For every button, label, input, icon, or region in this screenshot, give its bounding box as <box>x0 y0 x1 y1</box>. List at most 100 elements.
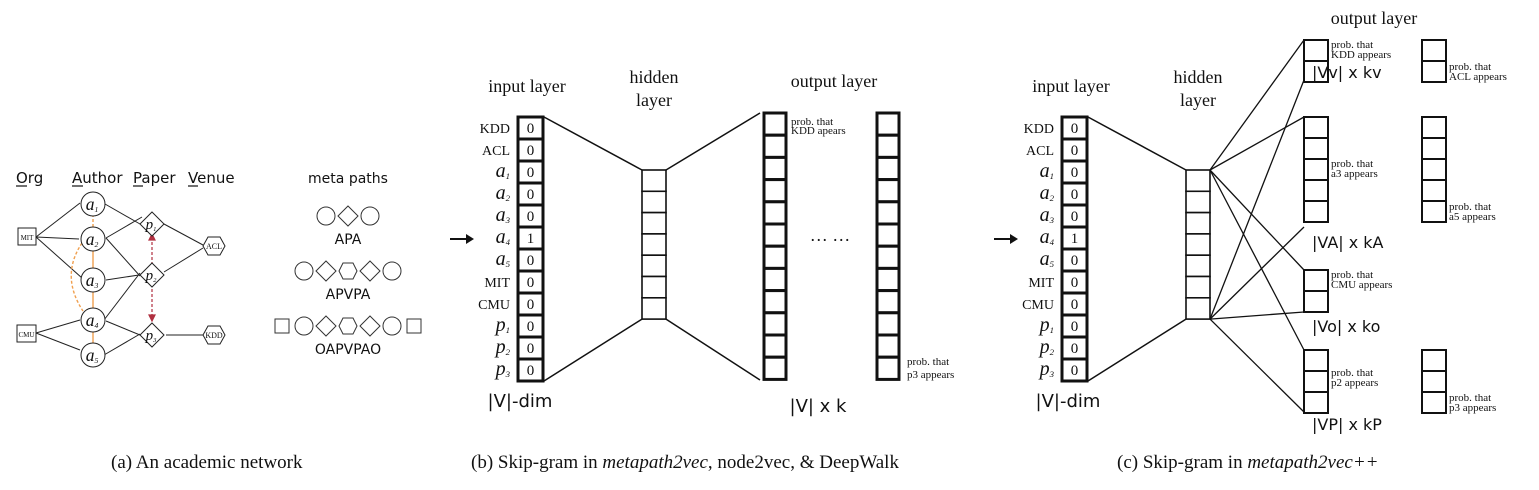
hidden-unit <box>1185 169 1211 193</box>
input-cell-a1: 0a1 <box>496 159 545 185</box>
group-dim-label: |VP| x kP <box>1312 415 1382 434</box>
output-unit <box>762 222 788 248</box>
input-label: p3 <box>494 358 511 380</box>
output-unit <box>762 333 788 359</box>
input-value: 0 <box>527 363 535 379</box>
input-label: p3 <box>1038 358 1055 380</box>
column-header-org: Org <box>16 169 43 187</box>
column-header-author: Author <box>72 169 123 187</box>
org-node-cmu: CMU <box>16 324 37 343</box>
group-left-label-1: prob. that <box>1331 158 1373 170</box>
svg-text:MIT: MIT <box>21 234 35 242</box>
input-arrow-head-icon-c <box>1010 234 1018 244</box>
column-header-venue: Venue <box>188 169 235 187</box>
input-value: 0 <box>1071 363 1079 379</box>
input-value: 0 <box>527 187 535 203</box>
author-label: a2 <box>86 229 99 249</box>
connection-line <box>543 116 643 171</box>
ellipsis: ··· ··· <box>810 230 850 250</box>
meta-paths-title: meta paths <box>308 171 388 187</box>
input-value: 0 <box>1071 297 1079 313</box>
output-unit <box>1303 200 1329 223</box>
input-value: 0 <box>527 165 535 181</box>
input-label: a4 <box>1040 226 1055 248</box>
group-left-label-1: prob. that <box>1331 269 1373 281</box>
meta-path-shape-diamond <box>315 260 337 282</box>
hidden-unit <box>641 169 667 193</box>
input-cell-a4: 1a4 <box>496 225 545 251</box>
connection-line <box>1209 116 1305 171</box>
connection-line <box>1087 318 1187 382</box>
hidden-layer <box>543 112 761 382</box>
typed-output-groups: prob. that KDD appears prob. that ACL appea… <box>1303 39 1507 434</box>
hidden-unit <box>641 254 667 278</box>
input-cell-p3: 0 p3 <box>494 357 545 383</box>
output-unit <box>1421 60 1447 83</box>
group-left-label-2: CMU appears <box>1331 279 1392 291</box>
group-right-label-2: ACL appears <box>1449 71 1507 83</box>
input-value: 0 <box>1071 187 1079 203</box>
input-label: p1 <box>1038 314 1054 336</box>
author-node-a3: a3 <box>80 267 106 293</box>
input-label: a5 <box>1040 248 1055 270</box>
output-unit <box>875 111 901 137</box>
paper-node-p3: p3 <box>139 322 165 348</box>
output-dim-label: |V| x k <box>790 396 848 417</box>
output-unit <box>1303 179 1329 202</box>
input-value: 0 <box>1071 143 1079 159</box>
meta-path-shape-diamond <box>359 260 381 282</box>
output-unit <box>762 289 788 315</box>
input-cell-a5: 0a5 <box>496 247 545 273</box>
connection-line <box>1087 116 1187 171</box>
output-unit <box>1303 116 1329 139</box>
input-layer-title-c: input layer <box>1032 76 1109 96</box>
author-node-a5: a5 <box>80 342 106 368</box>
author-node-a1: a1 <box>80 191 106 217</box>
output-unit <box>875 311 901 337</box>
output-unit <box>875 155 901 182</box>
hidden-layer-title-c-1: hidden <box>1174 67 1223 87</box>
output-unit <box>1421 39 1447 62</box>
input-label: KDD <box>1024 122 1054 137</box>
input-value: 0 <box>527 253 535 269</box>
group-dim-label: |Vo| x ko <box>1312 317 1380 336</box>
connection-line <box>1209 79 1305 320</box>
output-unit <box>875 289 901 315</box>
input-label: ACL <box>482 144 510 159</box>
output-unit <box>875 178 901 204</box>
hidden-unit <box>1185 296 1211 320</box>
group-dim-label: |Vv| x kv <box>1312 63 1382 82</box>
venue-node-acl: ACL <box>202 236 226 256</box>
meta-path-shape-diamond <box>337 205 359 227</box>
input-value: 0 <box>527 275 535 291</box>
input-layer-title: input layer <box>488 76 565 96</box>
output-layer-title-c: output layer <box>1331 8 1417 28</box>
input-value: 0 <box>527 143 535 159</box>
meta-path-shape-circle <box>382 316 402 336</box>
group-left-label-2: KDD appears <box>1331 49 1391 61</box>
hidden-unit <box>1185 233 1211 256</box>
hidden-layer-title-2: layer <box>636 90 672 110</box>
input-value: 0 <box>1071 275 1079 291</box>
input-label: p2 <box>494 336 511 358</box>
connection-line <box>665 112 761 171</box>
output-unit <box>1303 158 1329 181</box>
output-unit <box>1303 370 1329 393</box>
panel-b-skipgram: input layer hidden layer output layer 0K… <box>450 67 954 473</box>
output-unit <box>1421 116 1447 139</box>
input-label: a2 <box>1040 182 1055 204</box>
input-value: 0 <box>1071 319 1079 335</box>
input-value: 0 <box>527 209 535 225</box>
input-cell-p1: 0p1 <box>494 313 545 339</box>
hidden-layer-c <box>1087 116 1211 382</box>
paper-node-p2: p2 <box>139 262 165 288</box>
paper-node-p1: p1 <box>139 211 165 237</box>
hidden-unit <box>641 211 667 235</box>
hidden-unit <box>1185 254 1211 278</box>
